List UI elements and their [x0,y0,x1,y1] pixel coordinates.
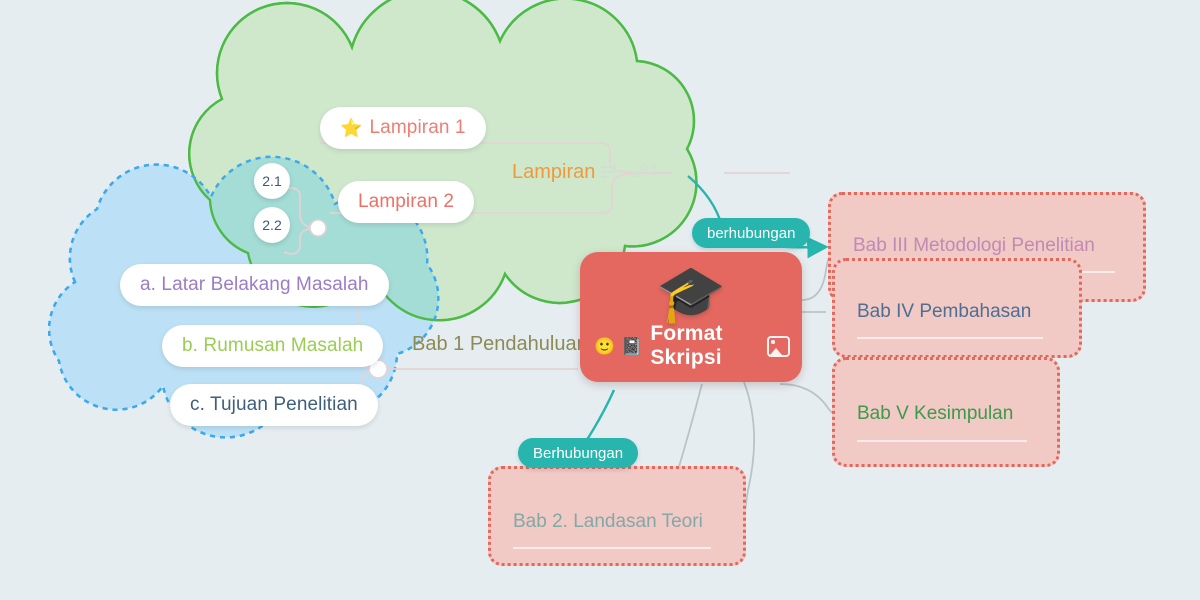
node-latar-belakang-label: a. Latar Belakang Masalah [140,274,369,295]
image-icon[interactable] [767,335,790,357]
topic-lampiran-label: Lampiran [512,161,596,183]
node-latar-belakang-masalah[interactable]: a. Latar Belakang Masalah [120,264,389,306]
node-lampiran-1[interactable]: ⭐ Lampiran 1 [320,107,486,149]
root-node-title-row: 🙂 📓 Format Skripsi [594,322,790,370]
note-lines-plus-icon[interactable]: + [601,162,618,179]
node-tujuan-penelitian-label: c. Tujuan Penelitian [190,394,358,415]
node-bab-4-label: Bab IV Pembahasan [857,301,1032,322]
star-icon: ⭐ [340,118,363,138]
node-bab-3-label: Bab III Metodologi Penelitian [853,235,1095,256]
node-lampiran-2-label: Lampiran 2 [358,191,455,212]
relation-lower-label: berhubungan [707,224,796,242]
node-bab-2-label: Bab 2. Landasan Teori [513,511,703,532]
topic-bab-1-pendahuluan[interactable]: Bab 1 Pendahuluan [412,333,588,356]
topic-bab-1-label: Bab 1 Pendahuluan [412,333,588,355]
node-bab-4-divider [857,337,1043,339]
link-count: 1 [650,162,659,179]
notebook-icon: 📓 [621,336,643,356]
topic-lampiran[interactable]: Lampiran [512,161,595,184]
graduation-cap-icon: 🎓 [656,262,726,325]
connector-badge-22 [283,227,319,255]
node-bab-2-divider [513,547,711,549]
node-bab-4-pembahasan[interactable]: Bab IV Pembahasan [832,258,1082,358]
badge-2-1-label: 2.1 [262,173,282,189]
node-tujuan-penelitian[interactable]: c. Tujuan Penelitian [170,384,378,426]
node-lampiran-1-label: Lampiran 1 [369,117,466,138]
node-bab-5-kesimpulan[interactable]: Bab V Kesimpulan [832,357,1060,467]
node-lampiran-2[interactable]: Lampiran 2 [338,181,475,223]
node-bab-2-landasan-teori[interactable]: Bab 2. Landasan Teori [488,466,746,566]
node-rumusan-masalah[interactable]: b. Rumusan Masalah [162,325,384,367]
joint-dot-lampiran-sub [309,219,327,237]
smiley-face-icon: 🙂 [594,336,616,356]
relation-label-berhubungan-lower[interactable]: berhubungan [692,218,811,248]
relation-label-berhubungan-upper[interactable]: Berhubungan [518,438,639,468]
relation-upper-label: Berhubungan [533,444,624,462]
root-node-format-skripsi[interactable]: 🎓 🙂 📓 Format Skripsi [580,252,802,382]
node-bab-5-divider [857,440,1027,442]
root-node-label: Format Skripsi [650,322,723,369]
badge-2-2[interactable]: 2.2 [254,207,290,243]
node-rumusan-masalah-label: b. Rumusan Masalah [182,335,364,356]
badge-2-1[interactable]: 2.1 [254,163,290,199]
link-icon[interactable] [631,162,649,180]
badge-2-2-label: 2.2 [262,217,282,233]
node-bab-5-label: Bab V Kesimpulan [857,403,1014,424]
